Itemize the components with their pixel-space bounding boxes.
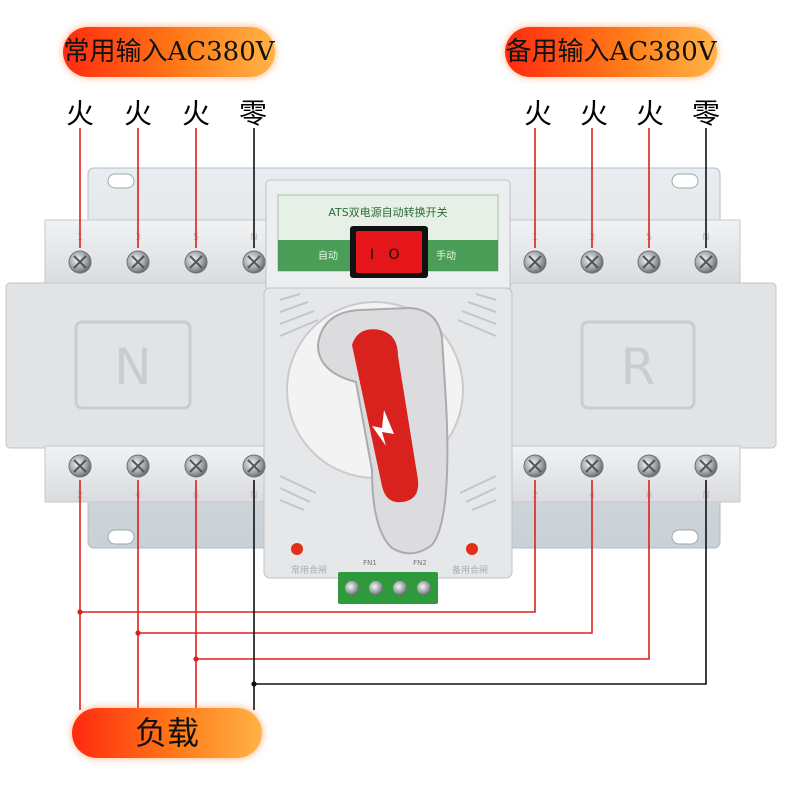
right-letter-box <box>580 320 696 410</box>
ctrl-label-2: FN2 <box>413 559 427 567</box>
control-screw <box>393 581 407 595</box>
backup-live-2-label: 火 <box>579 97 608 130</box>
main-live-1-label: 火 <box>65 97 94 130</box>
screw-slot <box>247 459 261 473</box>
screw-slot <box>131 459 145 473</box>
mode-rocker-switch[interactable] <box>356 231 422 273</box>
ctrl-label-1: FN1 <box>363 559 377 567</box>
screw-slot <box>189 459 203 473</box>
indicator-left-led <box>291 543 303 555</box>
mounting-slot <box>107 173 135 189</box>
control-screw <box>369 581 383 595</box>
screw-slot <box>528 255 542 269</box>
mounting-slot <box>671 529 699 545</box>
bus-wire <box>138 480 593 634</box>
control-screw <box>345 581 359 595</box>
main-neutral-label: 零 <box>238 97 267 130</box>
terminal-screws <box>68 250 718 478</box>
backup-live-1-label: 火 <box>523 97 552 130</box>
controller-title: ATS双电源自动转换开关 <box>328 205 447 219</box>
screw-slot <box>247 255 261 269</box>
wire-junction <box>135 630 141 636</box>
indicator-right-led <box>466 543 478 555</box>
screw-slot <box>585 255 599 269</box>
rocker-mark-left: I <box>370 247 374 263</box>
control-screw <box>417 581 431 595</box>
right-module-letter: R <box>621 338 656 396</box>
screw-slot <box>585 459 599 473</box>
mounting-slot <box>671 173 699 189</box>
left-module-letter: N <box>114 338 151 396</box>
control-terminal-block <box>338 572 438 604</box>
wire-junction <box>77 609 83 615</box>
main-live-3-label: 火 <box>181 97 210 130</box>
load-label: 负载 <box>72 708 262 758</box>
backup-live-3-label: 火 <box>635 97 664 130</box>
screw-slot <box>73 459 87 473</box>
arrow-down-icon <box>372 410 394 446</box>
wire-junction <box>251 681 257 687</box>
screw-slot <box>189 255 203 269</box>
backup-neutral-label: 零 <box>691 97 720 130</box>
indicator-left-label: 常用合闸 <box>291 564 327 576</box>
left-letter-box <box>74 320 192 410</box>
main-input-label: 常用输入AC380V <box>63 27 275 77</box>
screw-slot <box>642 255 656 269</box>
mounting-slot <box>107 529 135 545</box>
mode-manual-label: 手动 <box>436 249 456 262</box>
mode-auto-label: 自动 <box>318 249 338 262</box>
rocker-mark-right: O <box>388 247 399 263</box>
bus-wire <box>196 480 650 660</box>
bus-wire <box>254 480 707 685</box>
wire-junction <box>193 656 199 662</box>
screw-slot <box>528 459 542 473</box>
screw-slot <box>131 255 145 269</box>
bus-wire <box>80 480 536 613</box>
screw-slot <box>73 255 87 269</box>
indicator-right-label: 备用合闸 <box>452 564 488 576</box>
backup-input-label: 备用输入AC380V <box>505 27 717 77</box>
screw-slot <box>699 255 713 269</box>
screw-slot <box>699 459 713 473</box>
screw-slot <box>642 459 656 473</box>
vent-grille <box>279 293 497 511</box>
wiring <box>77 128 707 710</box>
main-live-2-label: 火 <box>123 97 152 130</box>
